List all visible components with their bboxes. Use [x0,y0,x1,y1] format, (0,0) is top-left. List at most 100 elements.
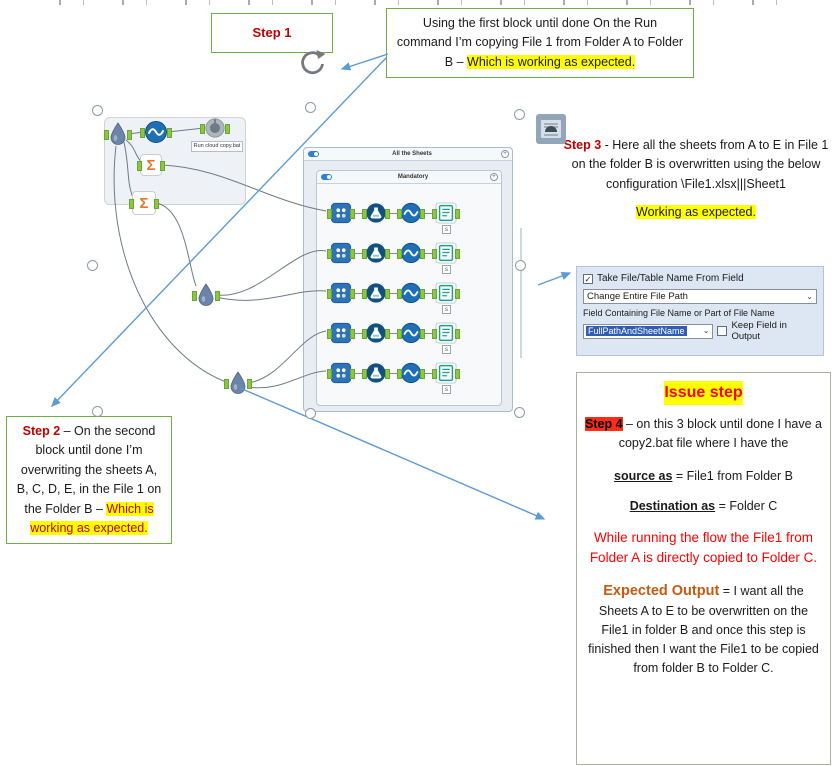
top-callout-text: Using the first block until done On the … [396,16,684,69]
connector [422,332,435,334]
row-badge: s [442,265,451,274]
rotate-handle-icon[interactable] [296,47,328,79]
run-command-tool[interactable] [397,242,425,264]
expected-output-text: = I want all the Sheets A to E to be ove… [588,583,819,675]
sigma-icon: Σ [146,156,156,174]
block-until-done-tool-2[interactable] [192,283,220,307]
container-header: Mandatory + [317,171,501,184]
document-icon [435,322,457,344]
formula-tool[interactable] [362,362,390,384]
connector [387,212,400,214]
connector [422,252,435,254]
dynamic-input-tool[interactable] [327,202,355,224]
output-data-tool[interactable] [432,322,460,344]
wave-circle-icon [400,362,422,384]
droplet-icon [110,122,126,145]
formula-tool[interactable] [362,242,390,264]
flask-icon [366,243,386,263]
wave-circle-icon [400,282,422,304]
droplet-icon [198,283,214,306]
keep-field-checkbox[interactable] [717,326,728,336]
selection-handle-top-right[interactable] [514,109,525,120]
field-name-value: FullPathAndSheetName [586,326,687,336]
clipped-document-text [42,0,802,5]
run-command-tool[interactable] [140,120,172,144]
take-file-checkbox[interactable]: ✓ [583,273,593,284]
summarize-tool-2[interactable]: Σ [129,191,159,215]
destination-value: = Folder C [715,499,778,514]
connector [422,372,435,374]
field-name-label: Field Containing File Name or Part of Fi… [583,308,775,318]
arrow-to-rotate-handle[interactable] [340,53,389,71]
selection-handle-bottom-center[interactable] [305,408,316,419]
expand-icon[interactable]: + [490,173,498,181]
container-mandatory[interactable]: Mandatory + s s [316,170,502,406]
run-tool-label: Run cloud copy.bat [191,141,243,152]
run-command-tool[interactable] [397,282,425,304]
step3-callout[interactable]: Step 3 - Here all the sheets from A to E… [559,136,832,223]
selection-handle-top-center[interactable] [305,102,316,113]
block-until-done-tool-1[interactable] [104,122,132,146]
field-name-dropdown[interactable]: FullPathAndSheetName ⌄ [583,323,714,339]
step3-label: Step 3 [563,138,602,152]
document-icon [435,242,457,264]
sheet-row-1: s [327,202,460,234]
step2-text: – On the second block until done I’m ove… [16,424,162,516]
output-data-tool[interactable] [432,242,460,264]
grid-dots-icon [330,322,352,344]
run-command-tool[interactable] [397,322,425,344]
selection-handle-top-left[interactable] [92,105,103,116]
container-toggle[interactable] [308,151,319,157]
file-path-mode-dropdown[interactable]: Change Entire File Path ⌄ [583,289,817,304]
wave-circle-icon [400,202,422,224]
selection-handle-bottom-left[interactable] [92,406,103,417]
output-config-panel: ✓ Take File/Table Name From Field Change… [576,266,824,356]
row-badge: s [442,385,451,394]
container-all-the-sheets[interactable]: All the Sheets + Mandatory + s [303,147,513,412]
run-command-tool[interactable] [397,362,425,384]
wave-circle-icon [400,322,422,344]
issue-step-callout[interactable]: Issue step Step 4 – on this 3 block unti… [576,372,831,765]
grid-dots-icon [330,362,352,384]
row-badge: s [442,345,451,354]
grid-dots-icon [330,202,352,224]
output-data-tool[interactable] [432,202,460,224]
sheet-row-3: s [327,282,460,314]
selection-handle-mid-left[interactable] [87,260,98,271]
connector [422,292,435,294]
expand-icon[interactable]: + [501,150,509,158]
layout-options-icon[interactable] [536,114,566,144]
top-callout-highlight: Which is working as expected. [467,54,636,69]
wave-circle-icon [400,242,422,264]
top-callout[interactable]: Using the first block until done On the … [386,8,694,79]
formula-tool[interactable] [362,322,390,344]
output-data-tool[interactable] [432,362,460,384]
sheet-row-4: s [327,322,460,354]
row-badge: s [442,225,451,234]
dynamic-input-tool[interactable] [327,282,355,304]
formula-tool[interactable] [362,282,390,304]
arrow-to-config-panel[interactable] [537,272,572,286]
block-until-done-tool-3[interactable] [224,371,252,395]
summarize-tool-1[interactable]: Σ [137,154,165,176]
step2-callout[interactable]: Step 2 – On the second block until done … [6,416,172,545]
dynamic-input-tool[interactable] [327,362,355,384]
sheet-row-2: s [327,242,460,274]
selection-handle-bottom-right[interactable] [514,407,525,418]
document-icon [435,202,457,224]
flask-icon [366,323,386,343]
wave-circle-icon [145,121,167,143]
container-toggle[interactable] [321,174,332,180]
run-bat-tool[interactable] [200,117,230,139]
container-title: Mandatory [397,174,429,180]
source-value: = File1 from Folder B [672,468,793,483]
step3-text: - Here all the sheets from A to E in Fil… [571,138,829,191]
run-command-tool[interactable] [397,202,425,224]
output-data-tool[interactable] [432,282,460,304]
dynamic-input-tool[interactable] [327,322,355,344]
selection-handle-mid-right[interactable] [515,260,526,271]
formula-tool[interactable] [362,202,390,224]
step1-callout[interactable]: Step 1 [211,13,333,53]
step3-highlight: Working as expected. [636,205,756,220]
dynamic-input-tool[interactable] [327,242,355,264]
